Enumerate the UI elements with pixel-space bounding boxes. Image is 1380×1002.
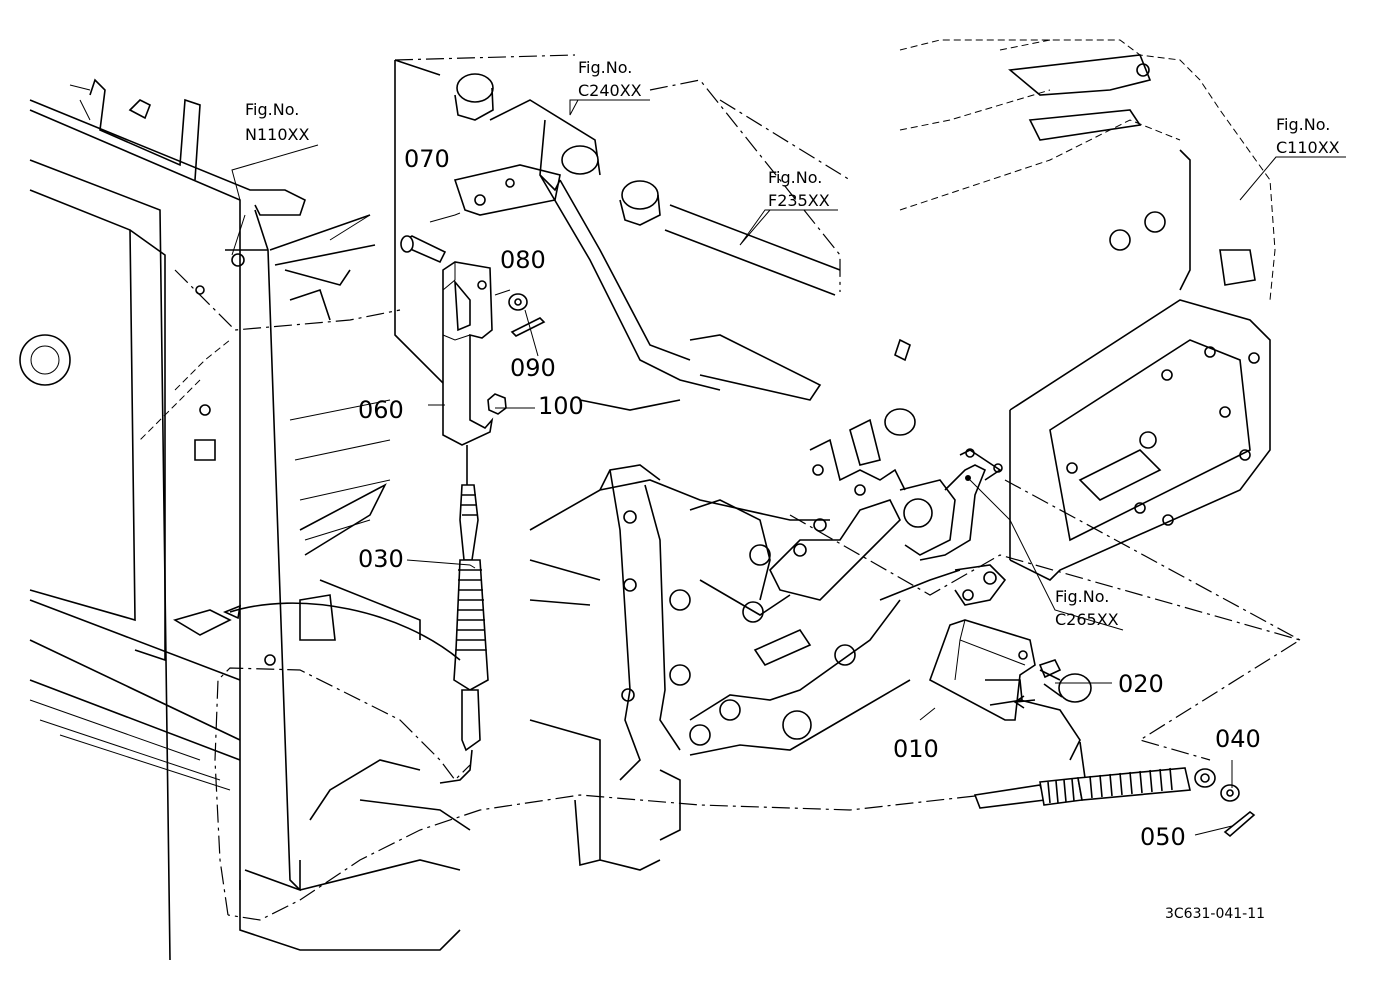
figure-ref-c110-line1: Fig.No. xyxy=(1276,115,1330,134)
part-label-090: 090 xyxy=(510,354,556,382)
figure-ref-c240-line1: Fig.No. xyxy=(578,58,632,77)
figure-ref-c265-line2: C265XX xyxy=(1055,610,1119,629)
part-label-020: 020 xyxy=(1118,670,1164,698)
lower-lever-assembly xyxy=(929,619,1256,838)
figure-ref-c110-line2: C110XX xyxy=(1276,138,1340,157)
part-label-100: 100 xyxy=(538,392,584,420)
figure-ref-n110: Fig.No. N110XX xyxy=(245,100,309,144)
figure-ref-c240-line2: C240XX xyxy=(578,81,642,100)
figure-ref-c240: Fig.No. C240XX xyxy=(578,58,642,100)
figure-ref-f235: Fig.No. F235XX xyxy=(768,168,830,210)
cable-routing-lines xyxy=(214,54,1346,921)
part-label-010: 010 xyxy=(893,735,939,763)
figure-ref-n110-line2: N110XX xyxy=(245,125,309,144)
transmission-case-drawing xyxy=(884,39,1276,581)
figure-ref-c265-line1: Fig.No. xyxy=(1055,587,1109,606)
figure-ref-c265: Fig.No. C265XX xyxy=(1055,587,1119,629)
left-frame-drawing xyxy=(19,78,471,961)
figure-ref-n110-line1: Fig.No. xyxy=(245,100,299,119)
pedal-assembly-drawing xyxy=(394,59,841,411)
part-label-060: 060 xyxy=(358,396,404,424)
part-label-050: 050 xyxy=(1140,823,1186,851)
part-label-030: 030 xyxy=(358,545,404,573)
part-label-080: 080 xyxy=(500,246,546,274)
figure-ref-f235-line1: Fig.No. xyxy=(768,168,822,187)
figure-ref-f235-line2: F235XX xyxy=(768,191,830,210)
figure-ref-c110: Fig.No. C110XX xyxy=(1276,115,1340,157)
drawing-code: 3C631-041-11 xyxy=(1165,906,1265,922)
part-label-070: 070 xyxy=(404,145,450,173)
cable-rod-assembly xyxy=(400,235,546,784)
center-housing-drawing xyxy=(529,418,1007,871)
part-label-040: 040 xyxy=(1215,725,1261,753)
